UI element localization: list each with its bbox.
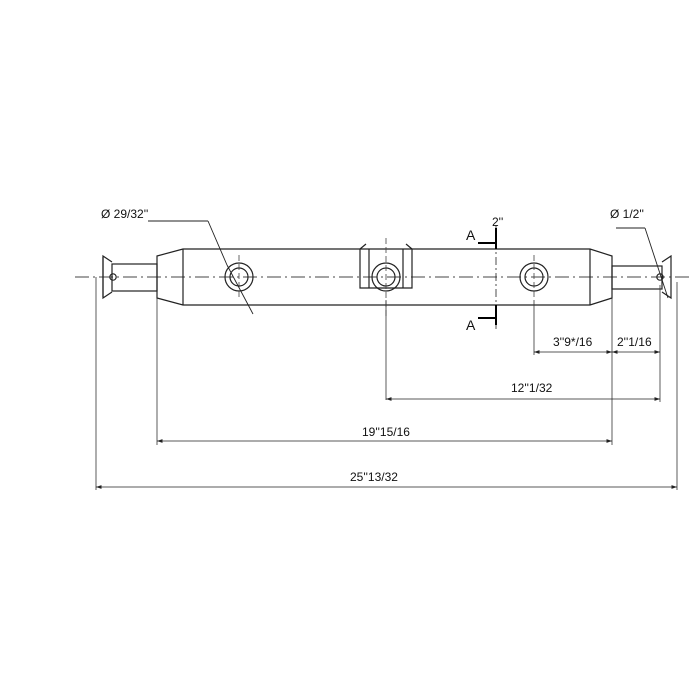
- pin-diameter-label: Ø 1/2'': [610, 207, 644, 221]
- hole-diameter-leader: [148, 220, 254, 315]
- pin-diameter-leader: [616, 227, 669, 299]
- hole-diameter-label: Ø 29/32'': [101, 207, 148, 221]
- lug-width-label: 2'': [492, 215, 503, 229]
- dim-hole-offset-label: 3''9*/16: [553, 335, 593, 349]
- section-cut-line: [478, 225, 497, 330]
- dim-end-offset-label: 2''1/16: [617, 335, 652, 349]
- dim-center-to-end-label: 12''1/32: [511, 381, 553, 395]
- section-marker-top: A: [466, 227, 476, 243]
- extension-lines: [95, 277, 678, 490]
- section-marker-bottom: A: [466, 317, 476, 333]
- dim-overall-length-label: 25''13/32: [350, 470, 398, 484]
- dim-body-length-label: 19''15/16: [362, 425, 410, 439]
- left-end-pin: [102, 254, 158, 300]
- right-end-pin: [611, 254, 672, 300]
